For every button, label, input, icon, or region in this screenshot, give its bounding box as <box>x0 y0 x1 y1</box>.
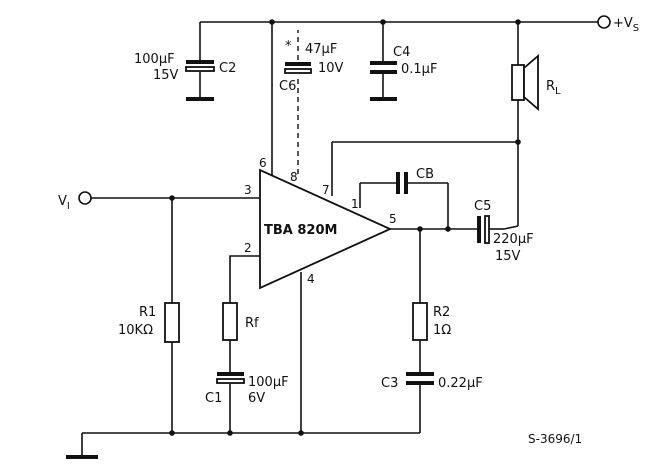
c5-value: 220µF <box>493 232 534 247</box>
input-label: VI <box>58 194 70 212</box>
junction-dot <box>298 430 304 436</box>
ic-name: TBA 820M <box>264 223 337 238</box>
pin-label-5: 5 <box>389 212 397 226</box>
junction-dot <box>515 139 521 145</box>
junctions <box>169 19 521 436</box>
c6-value: 47µF <box>305 42 337 57</box>
rf-body <box>222 302 238 341</box>
c5-rating: 15V <box>495 249 521 264</box>
c2-plate-top <box>186 60 214 64</box>
c3-plate-bottom <box>406 381 434 385</box>
c3-plate-top <box>406 372 434 376</box>
junction-dot <box>380 19 386 25</box>
c5-plate-left <box>477 216 481 243</box>
capacitor-c4: C4 0.1µF <box>370 45 437 101</box>
capacitor-cb: CB <box>396 167 434 194</box>
c3-ref: C3 <box>381 376 398 391</box>
c2-rating: 15V <box>153 68 179 83</box>
resistor-r1: R1 10KΩ <box>118 302 180 343</box>
pin-label-7: 7 <box>322 183 330 197</box>
junction-dot <box>169 195 175 201</box>
c3-value: 0.22µF <box>438 376 483 391</box>
supply-terminal <box>597 15 611 29</box>
wires <box>81 21 598 456</box>
c5-ref: C5 <box>474 199 491 214</box>
c6-plate-top <box>285 62 311 66</box>
pin-label-6: 6 <box>259 156 267 170</box>
r2-body <box>412 302 428 341</box>
capacitor-c3: C3 0.22µF <box>381 372 483 391</box>
junction-dot <box>417 226 423 232</box>
r1-body <box>164 302 180 343</box>
c4-plate-top <box>370 61 397 65</box>
junction-dot <box>227 430 233 436</box>
c5-plate-right <box>484 215 490 244</box>
pin-label-2: 2 <box>244 241 252 255</box>
pin-label-4: 4 <box>307 272 315 286</box>
figure-code: S-3696/1 <box>528 432 582 446</box>
rf-ref: Rf <box>245 316 259 331</box>
c4-plate-bottom <box>370 70 397 74</box>
rl-ref: RL <box>546 79 561 97</box>
r2-value: 1Ω <box>433 323 451 338</box>
pin-label-3: 3 <box>244 183 252 197</box>
c6-note: * <box>285 39 292 54</box>
junction-dot <box>445 226 451 232</box>
c1-rating: 6V <box>248 391 265 406</box>
c6-plate-bottom <box>284 68 312 74</box>
capacitor-c1: 100µF 6V C1 <box>205 372 289 406</box>
junction-dot <box>269 19 275 25</box>
c6-rating: 10V <box>318 61 344 76</box>
supply-label: +VS <box>613 16 639 34</box>
wire-c5-to-speaker <box>503 225 519 230</box>
r1-value: 10KΩ <box>118 323 153 338</box>
pin-label-8: 8 <box>290 170 298 184</box>
input-terminal <box>78 191 92 205</box>
amplifier-triangle <box>259 168 393 290</box>
speaker-cone <box>523 54 539 111</box>
c4-ground-bar <box>370 97 397 101</box>
r2-ref: R2 <box>433 305 450 320</box>
capacitor-c5: C5 220µF 15V <box>474 199 534 264</box>
c2-plate-bottom <box>185 66 215 72</box>
cb-plate-right <box>404 172 408 194</box>
resistor-rf: Rf <box>222 302 259 341</box>
c1-plate-bottom <box>216 378 245 384</box>
junction-dot <box>515 19 521 25</box>
c1-value: 100µF <box>248 375 289 390</box>
resistor-r2: R2 1Ω <box>412 302 451 341</box>
wire-pin2 <box>229 255 262 303</box>
c4-ref: C4 <box>393 45 410 60</box>
c2-value: 100µF <box>134 52 175 67</box>
r1-ref: R1 <box>139 305 156 320</box>
cb-ref: CB <box>416 167 434 182</box>
junction-dot <box>169 430 175 436</box>
ground-symbol <box>66 455 98 459</box>
c4-value: 0.1µF <box>401 62 437 77</box>
capacitor-c2: 100µF 15V C2 <box>134 52 236 101</box>
pin-label-1: 1 <box>351 197 359 211</box>
cb-plate-left <box>396 172 400 194</box>
c1-ref: C1 <box>205 391 222 406</box>
c1-plate-top <box>217 372 244 376</box>
loudspeaker-rl: RL <box>511 54 561 111</box>
capacitor-c6: * 47µF 10V C6 <box>279 39 344 94</box>
c2-ground-bar <box>186 97 214 101</box>
speaker-magnet <box>511 64 525 101</box>
c6-ref: C6 <box>279 79 296 94</box>
c2-ref: C2 <box>219 61 236 76</box>
tba820m-ic: TBA 820M 6 8 7 1 3 2 4 5 <box>244 156 397 290</box>
